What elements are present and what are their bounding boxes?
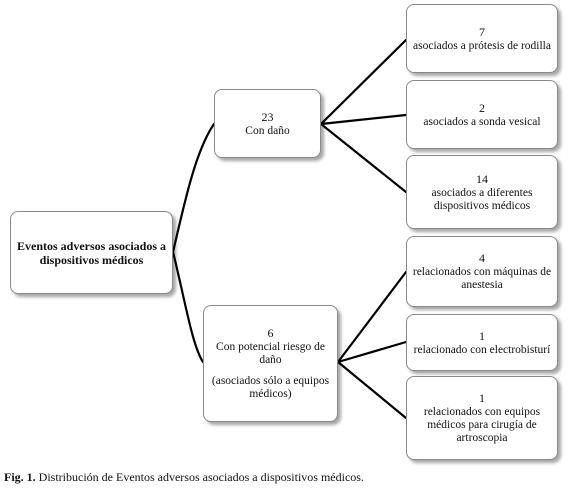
caption-prefix: Fig. 1. [4,470,36,484]
connector-risk-maquinas [336,270,408,364]
leaf-label: relacionados con equipos médicos para ci… [423,406,541,444]
leaf-label: asociados a sonda vesical [423,115,541,128]
leaf-count: 2 [479,100,485,115]
leaf-count: 7 [479,24,485,39]
leaf-count: 4 [479,251,485,265]
leaf-label: relacionado con electrobisturí [413,343,551,356]
leaf-label: relacionados con máquinas de anestesia [412,266,552,291]
tree-connectors [171,38,408,420]
connector-root-risk [171,250,205,364]
connector-damage-rodilla [319,38,408,126]
leaf-count: 1 [479,391,485,405]
connector-risk-electro [336,340,408,364]
leaf-label: asociados a diferentes dispositivos médi… [431,186,533,212]
risk-note: (asociados sólo a equipos médicos) [211,375,330,400]
leaf-node-rodilla: 7 asociados a prótesis de rodilla [406,4,558,73]
leaf-node-artroscopia: 1 relacionados con equipos médicos para … [406,376,558,460]
leaf-label: asociados a prótesis de rodilla [413,39,551,52]
connector-damage-diferentes [319,122,408,194]
leaf-node-diferentes: 14 asociados a diferentes dispositivos m… [406,155,558,229]
leaf-node-sonda: 2 asociados a sonda vesical [406,80,558,149]
risk-node: 6 Con potencial riesgo de daño (asociado… [203,305,338,422]
leaf-node-maquinas: 4 relacionados con máquinas de anestesia [406,236,558,307]
root-node: Eventos adversos asociados a dispositivo… [10,211,173,294]
figure-caption: Fig. 1. Distribución de Eventos adversos… [4,470,364,485]
root-label: Eventos adversos asociados a dispositivo… [17,238,167,267]
connector-root-damage [171,122,216,254]
connector-risk-artros [336,360,408,420]
damage-label: Con daño [245,124,290,137]
leaf-node-electrobisturi: 1 relacionado con electrobisturí [406,314,558,371]
damage-count: 23 [261,109,274,124]
damage-node: 23 Con daño [214,89,321,158]
risk-count: 6 [267,326,274,340]
leaf-count: 14 [476,171,488,186]
caption-text: Distribución de Eventos adversos asociad… [38,470,364,484]
connector-damage-sonda [319,113,408,126]
risk-label: Con potencial riesgo de daño [216,341,325,366]
leaf-count: 1 [479,328,485,343]
